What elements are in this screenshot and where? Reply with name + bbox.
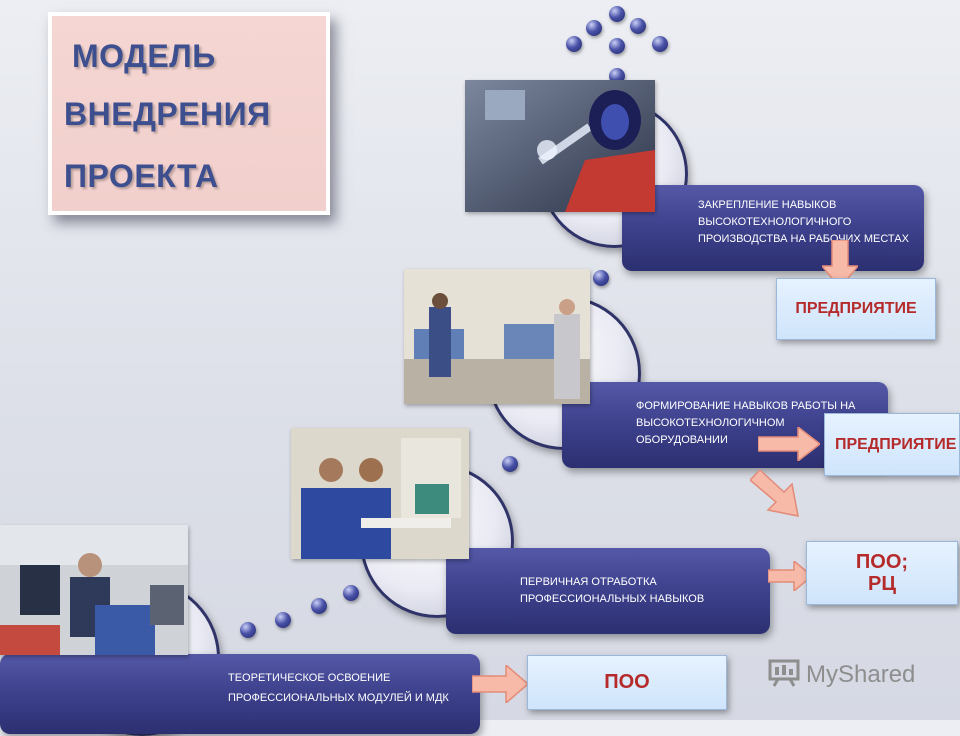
watermark-text: MyShared — [806, 661, 916, 688]
arrow-right-icon — [757, 425, 822, 466]
bead — [652, 36, 668, 52]
title-line-3: ПРОЕКТА — [64, 158, 219, 194]
bead — [502, 456, 518, 472]
presentation-icon — [768, 657, 800, 694]
label-poo: ПОО — [527, 655, 727, 710]
step2-text: ПЕРВИЧНАЯ ОТРАБОТКА ПРОФЕССИОНАЛЬНЫХ НАВ… — [520, 576, 705, 605]
step4-text: ЗАКРЕПЛЕНИЕ НАВЫКОВ ВЫСОКОТЕХНОЛОГИЧНОГО… — [698, 199, 909, 245]
photo-welder — [465, 80, 655, 212]
watermark: MyShared — [768, 655, 915, 695]
label-poo-rc: ПОО; РЦ — [806, 541, 958, 605]
bead — [609, 6, 625, 22]
arrow-right-icon — [471, 663, 530, 708]
step3-text: ФОРМИРОВАНИЕ НАВЫКОВ РАБОТЫ НА ВЫСОКОТЕХ… — [636, 400, 856, 446]
title-box: МОДЕЛЬ ВНЕДРЕНИЯ ПРОЕКТА — [48, 12, 330, 215]
photo-classroom — [0, 525, 188, 655]
bead — [566, 36, 582, 52]
step1-bar: ТЕОРЕТИЧЕСКОЕ ОСВОЕНИЕ ПРОФЕССИОНАЛЬНЫХ … — [0, 654, 480, 734]
bead — [343, 585, 359, 601]
bead — [593, 270, 609, 286]
step4-bar: ЗАКРЕПЛЕНИЕ НАВЫКОВ ВЫСОКОТЕХНОЛОГИЧНОГО… — [622, 185, 924, 271]
bead — [240, 622, 256, 638]
label-enterprise-top: ПРЕДПРИЯТИЕ — [776, 278, 936, 340]
title-line-1: МОДЕЛЬ — [72, 38, 216, 74]
bead — [275, 612, 291, 628]
photo-lab — [404, 269, 590, 404]
arrow-right-icon — [767, 559, 814, 596]
bead — [311, 598, 327, 614]
step1-text: ТЕОРЕТИЧЕСКОЕ ОСВОЕНИЕ ПРОФЕССИОНАЛЬНЫХ … — [228, 672, 449, 704]
arrow-diagonal-icon — [748, 468, 800, 523]
bead — [586, 20, 602, 36]
step2-bar: ПЕРВИЧНАЯ ОТРАБОТКА ПРОФЕССИОНАЛЬНЫХ НАВ… — [446, 548, 770, 634]
photo-computer — [291, 428, 469, 559]
title-line-2: ВНЕДРЕНИЯ — [64, 96, 271, 132]
bead — [630, 18, 646, 34]
arrow-down-icon — [820, 239, 860, 293]
label-enterprise-mid: ПРЕДПРИЯТИЕ — [824, 413, 960, 476]
bead — [609, 38, 625, 54]
